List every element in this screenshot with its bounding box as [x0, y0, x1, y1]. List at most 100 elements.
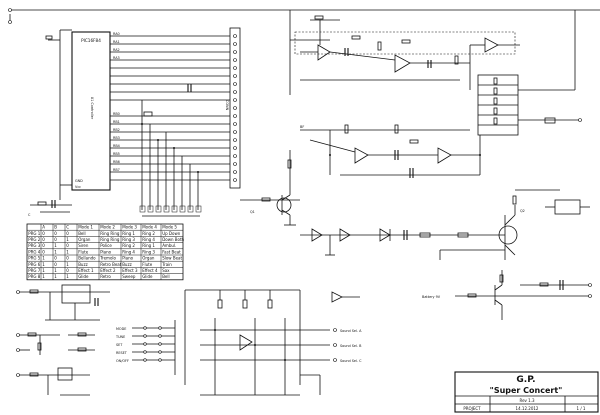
- sensor-input: [16, 284, 110, 396]
- table-cell: Effect 4: [142, 268, 158, 273]
- table-cell: PRG 5: [28, 256, 41, 261]
- table-cell: 1: [42, 262, 45, 267]
- table-cell: Flute: [142, 262, 153, 267]
- table-cell: 0: [66, 268, 69, 273]
- revision-label: Rev 1.3: [519, 398, 535, 403]
- table-cell: 1: [54, 249, 57, 254]
- table-cell: Siren: [78, 243, 89, 248]
- table-cell: Bell: [78, 231, 85, 236]
- pin-label: RB5: [113, 152, 120, 156]
- switch-label: TUNE: [115, 335, 125, 339]
- table-cell: PRG 8: [28, 274, 41, 279]
- author-label: G.P.: [516, 375, 535, 385]
- table-header-cell: A: [42, 225, 45, 230]
- table-cell: Ring 3: [122, 237, 135, 242]
- output-label: Sound Sel. C: [340, 359, 362, 363]
- table-cell: Piano: [100, 249, 111, 254]
- pin-label: RA2: [113, 48, 120, 52]
- table-cell: 1: [42, 268, 45, 273]
- table-cell: 0: [54, 256, 57, 261]
- svg-text:BF: BF: [300, 125, 304, 129]
- power-section: Battery 9V: [422, 270, 592, 320]
- table-cell: Buzz: [78, 262, 87, 267]
- table-cell: Tremolo: [99, 256, 116, 261]
- table-cell: Police: [100, 243, 112, 248]
- table-header-cell: C: [66, 225, 69, 230]
- table-cell: 0: [66, 243, 69, 248]
- table-cell: Ring 1: [142, 243, 155, 248]
- table-cell: Ring Ring: [100, 231, 120, 236]
- pin-header: CONN: [225, 27, 241, 189]
- pin-label: RB0: [113, 112, 120, 116]
- switch-label: MODE: [116, 327, 126, 331]
- table-cell: 1: [54, 274, 57, 279]
- table-cell: Ring 2: [122, 243, 135, 248]
- project-tag: PROJECT: [463, 406, 481, 411]
- table-cell: Sweep: [122, 274, 136, 279]
- table-cell: 1: [42, 256, 45, 261]
- switch-label: RESET: [116, 351, 128, 355]
- svg-text:C: C: [28, 213, 31, 217]
- table-cell: 1: [66, 274, 69, 279]
- data-bus: [110, 35, 230, 217]
- table-cell: 0: [42, 249, 45, 254]
- table-header-cell: Mode 2: [100, 225, 115, 230]
- table-cell: Retro: [100, 274, 111, 279]
- table-header-cell: B: [54, 225, 57, 230]
- table-cell: Up Down: [162, 231, 181, 236]
- pin-label: RB4: [113, 144, 120, 148]
- table-cell: Ring 2: [142, 231, 155, 236]
- table-cell: Effect 1: [78, 268, 94, 273]
- table-cell: Ring 4: [142, 237, 155, 242]
- audio-filter-section: BF: [289, 10, 582, 178]
- svg-text:Q2: Q2: [520, 209, 525, 213]
- table-cell: Ring 3: [142, 249, 155, 254]
- table-cell: Retro Beat: [100, 262, 122, 267]
- table-cell: 1: [54, 243, 57, 248]
- pin-label: RB3: [113, 136, 120, 140]
- table-cell: 1: [54, 268, 57, 273]
- svg-text:Q1: Q1: [250, 210, 255, 214]
- table-cell: 0: [66, 231, 69, 236]
- svg-text:CONN: CONN: [225, 100, 229, 111]
- switch-label: SET: [116, 343, 123, 347]
- pin-label: RB6: [113, 160, 120, 164]
- table-cell: Ring 4: [122, 249, 135, 254]
- svg-text:U1 Controller: U1 Controller: [90, 97, 94, 120]
- table-cell: Train: [161, 262, 172, 267]
- table-cell: 1: [66, 249, 69, 254]
- table-header-cell: Mode 1: [78, 225, 93, 230]
- table-cell: Glide: [78, 274, 89, 279]
- table-cell: Down Both: [162, 237, 184, 242]
- table-cell: PRG 2: [28, 237, 41, 242]
- table-cell: 0: [54, 237, 57, 242]
- table-cell: Flute: [78, 249, 89, 254]
- sheet-number: 1 / 1: [577, 406, 586, 411]
- sheet-frame: [8, 8, 600, 24]
- table-cell: Bell: [162, 274, 169, 279]
- table-cell: PRG 3: [28, 243, 41, 248]
- table-cell: 0: [54, 262, 57, 267]
- title-block: G.P. "Super Concert" Rev 1.3 14.12.2012 …: [454, 371, 599, 413]
- table-cell: 0: [66, 256, 69, 261]
- sound-selector: Sound Sel. A Sound Sel. B Sound Sel. C: [184, 289, 362, 396]
- table-cell: 1: [66, 237, 69, 242]
- mcu-block: PIC16F84 U1 Controller GND Vcc: [45, 29, 111, 200]
- table-cell: Fast Beat: [162, 249, 181, 254]
- output-label: Sound Sel. A: [340, 329, 362, 333]
- table-cell: 0: [42, 237, 45, 242]
- pin-label: RA0: [113, 32, 120, 36]
- table-header-cell: Mode 3: [122, 225, 137, 230]
- table-cell: Sax: [162, 268, 170, 273]
- table-cell: 0: [42, 243, 45, 248]
- table-cell: Slow Beat: [162, 256, 182, 261]
- table-cell: 1: [66, 262, 69, 267]
- table-cell: 0: [54, 231, 57, 236]
- power-label: Battery 9V: [422, 295, 441, 299]
- project-title: "Super Concert": [490, 386, 563, 395]
- switch-matrix: MODE TUNE SET RESET ON/OFF: [115, 320, 176, 375]
- table-cell: Effect 2: [100, 268, 116, 273]
- ic-label: PIC16F84: [81, 38, 101, 43]
